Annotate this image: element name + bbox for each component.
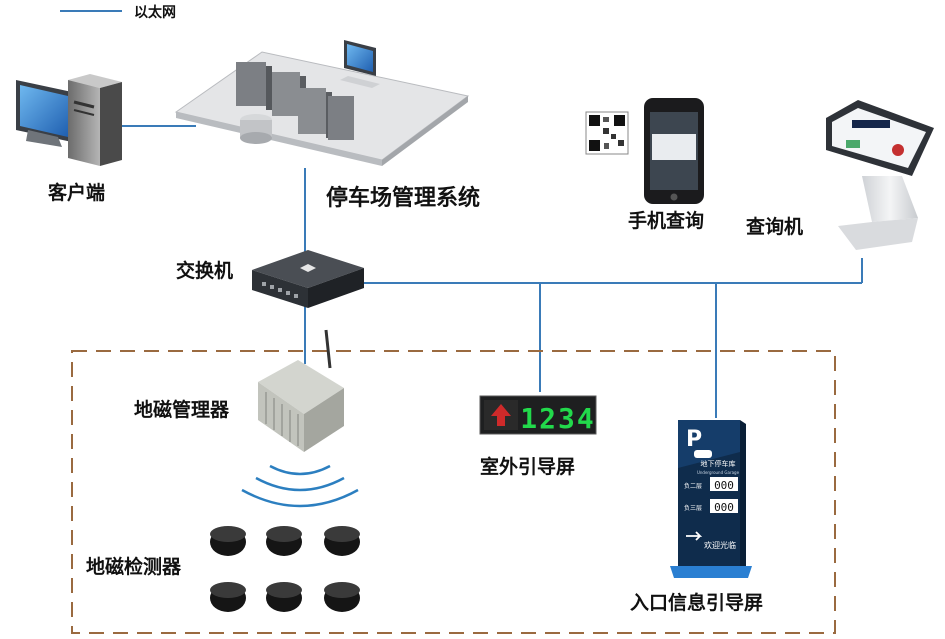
client-computer-icon — [16, 74, 122, 166]
entrance-screen-label: 入口信息引导屏 — [630, 592, 764, 614]
entrance-welcome: 欢迎光临 — [704, 540, 736, 550]
outdoor-screen-icon: 1234 — [479, 395, 597, 435]
outdoor-screen-digits: 1234 — [520, 402, 595, 435]
geomag-detector-icon — [266, 582, 302, 612]
ethernet-lines — [108, 125, 863, 418]
phone-query-label: 手机查询 — [628, 210, 705, 232]
parking-system-label: 停车场管理系统 — [326, 186, 481, 211]
wireless-signal-icon — [241, 464, 359, 508]
entrance-row-1-count: 000 — [714, 479, 734, 492]
server-room-icon — [174, 40, 470, 166]
geomag-detector-icon — [210, 582, 246, 612]
entrance-title: 地下停车库 — [701, 459, 736, 468]
geomag-detector-icon — [324, 582, 360, 612]
entrance-screen-icon: P 地下停车库 Underground Garage 负二层 000 负三层 0… — [670, 420, 752, 578]
entrance-subtitle: Underground Garage — [697, 470, 740, 475]
entrance-row-2-count: 000 — [714, 501, 734, 514]
client-label: 客户端 — [48, 182, 106, 204]
geomag-manager-icon — [258, 329, 344, 452]
entrance-row-2-label: 负三层 — [684, 504, 702, 512]
geomag-detector-icon-group — [210, 526, 360, 612]
legend-label: 以太网 — [134, 5, 176, 21]
kiosk-icon — [826, 100, 934, 250]
geomag-detector-icon — [210, 526, 246, 556]
geomag-detector-label: 地磁检测器 — [86, 556, 182, 578]
geomag-detector-icon — [266, 526, 302, 556]
entrance-logo: P — [686, 427, 702, 452]
outdoor-screen-label: 室外引导屏 — [480, 456, 576, 478]
mobile-phone-icon — [644, 98, 704, 204]
kiosk-label: 查询机 — [746, 216, 804, 238]
switch-label: 交换机 — [176, 260, 234, 282]
geomag-detector-icon — [324, 526, 360, 556]
qr-code-icon — [585, 111, 629, 155]
geomag-manager-label: 地磁管理器 — [134, 399, 230, 421]
entrance-row-1-label: 负二层 — [684, 482, 702, 490]
field-area-border — [71, 350, 836, 634]
switch-icon — [252, 250, 364, 308]
